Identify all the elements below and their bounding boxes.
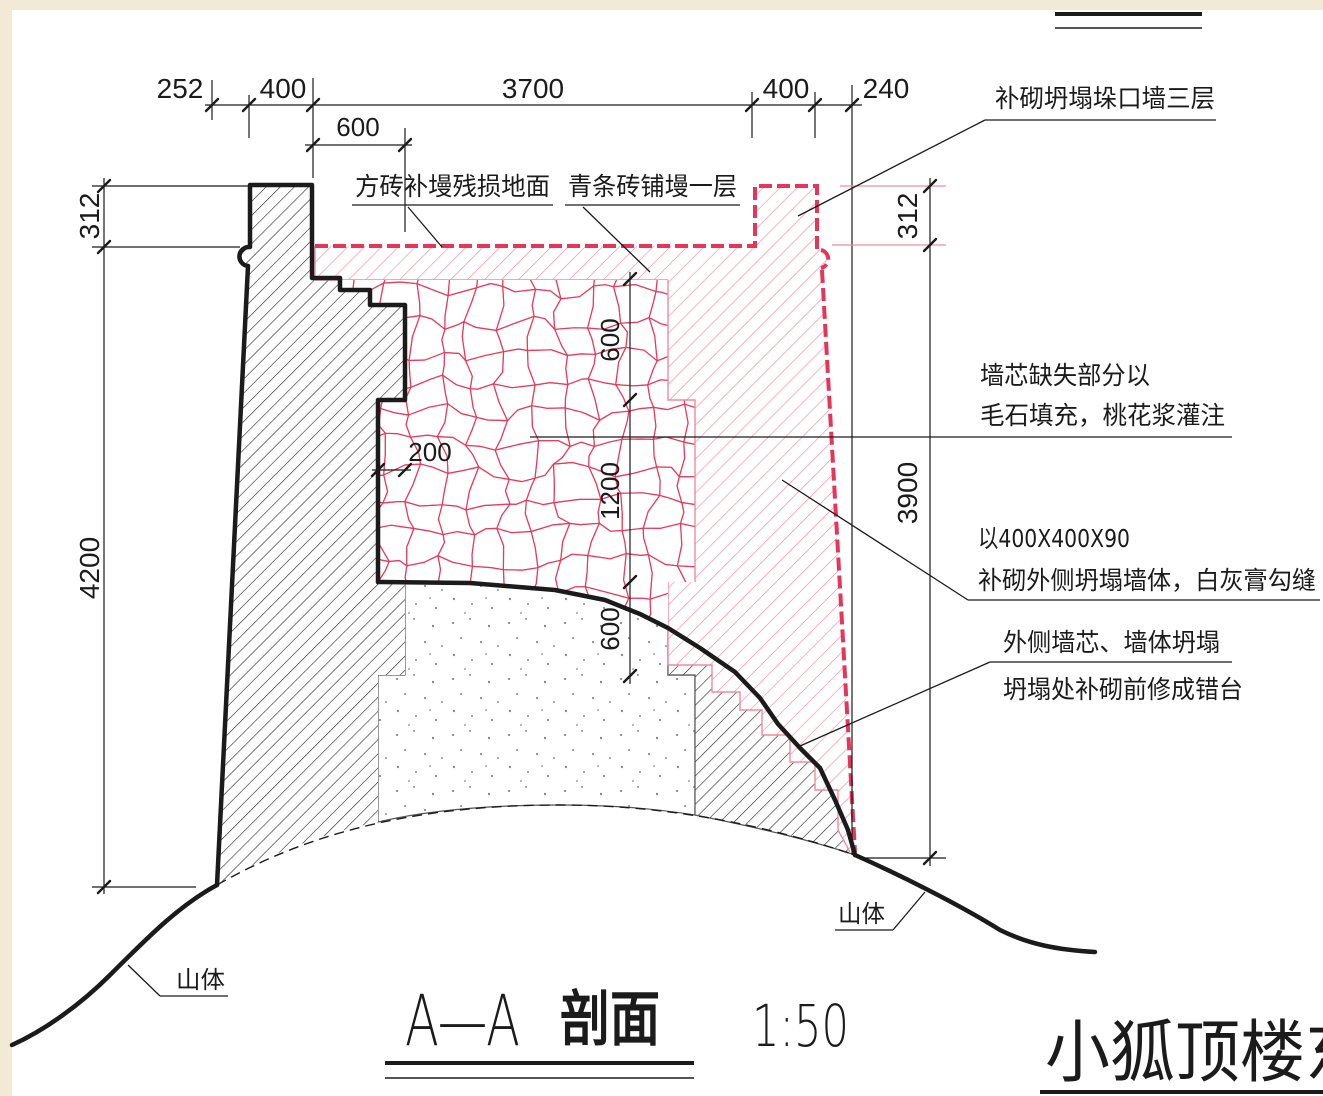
dim-3900: 3900 (892, 462, 923, 524)
right-dimension-chain: 312 3900 (832, 178, 946, 866)
dimension-tick (622, 392, 638, 408)
dimension-tick (622, 668, 638, 684)
note-leader (582, 206, 651, 273)
mountain-ground-right (852, 852, 1098, 955)
note-leader (781, 479, 969, 601)
note-text: 补砌坍塌垛口墙三层 (995, 84, 1215, 113)
note-brick-layer: 青条砖铺墁一层 (565, 172, 740, 273)
dim-400-left: 400 (260, 73, 307, 104)
rubble-fill-right-edge (667, 280, 696, 582)
rubble-stone (679, 499, 695, 531)
rubble-stone (676, 476, 695, 506)
mountain-ground-left (9, 882, 220, 1048)
dim-252: 252 (157, 73, 204, 104)
dimension-tick (922, 178, 938, 194)
dimension-tick (96, 178, 112, 194)
note-mountain-right: 山体 (835, 891, 926, 931)
dim-400-right: 400 (763, 73, 810, 104)
note-text-line-2: 毛石填充，桃花浆灌注 (980, 401, 1225, 430)
left-wall-outline (214, 182, 408, 888)
note-text-line-2: 坍塌处补砌前修成错台 (1003, 675, 1243, 704)
dimension-tick (397, 137, 413, 153)
note-collapse: 外侧墙芯、墙体坍塌 坍塌处补砌前修成错台 (799, 628, 1243, 747)
note-text: 山体 (838, 900, 885, 928)
dimension-tick (241, 97, 257, 113)
dimension-tick (922, 850, 938, 866)
note-leader (407, 206, 443, 248)
dimension-tick (844, 97, 860, 113)
drawing-title: A—A 剖面 1:50 (385, 980, 849, 1079)
dim-600-top: 600 (336, 112, 379, 142)
note-battlement: 补砌坍塌垛口墙三层 (797, 84, 1216, 217)
left-dimension-chain: 312 4200 (74, 178, 248, 894)
note-outer-wall: 以400X400X90 补砌外侧坍塌墙体，白灰膏勾缝 (781, 479, 1320, 601)
dimension-tick (397, 462, 413, 478)
dim-3700: 3700 (502, 73, 564, 104)
original-ground-line (216, 804, 856, 886)
dimension-tick (622, 574, 638, 590)
dimension-tick (744, 97, 760, 113)
note-text-line-1: 墙芯缺失部分以 (980, 361, 1150, 390)
dimension-ticks (96, 97, 938, 895)
note-core-fill: 墙芯缺失部分以 毛石填充，桃花浆灌注 (530, 361, 1232, 438)
note-text-line-1: 外侧墙芯、墙体坍塌 (1003, 628, 1220, 657)
dimension-tick (807, 97, 823, 113)
note-text: 方砖补墁残损地面 (355, 172, 550, 201)
note-text-line-1: 以400X400X90 (978, 524, 1130, 553)
dimension-tick (305, 97, 321, 113)
note-leader (127, 964, 161, 997)
inner-dimension-chain: 600 1200 600 (595, 272, 631, 684)
dim-200: 200 (408, 437, 451, 467)
note-text: 青条砖铺墁一层 (568, 172, 737, 201)
dim-600-lower: 600 (595, 607, 625, 650)
note-leader (799, 661, 991, 747)
dimension-tick (204, 97, 220, 113)
restored-outer-wall-hatch (315, 186, 855, 852)
section-mark: A—A (405, 980, 520, 1062)
note-floor-patch: 方砖补墁残损地面 (352, 172, 553, 248)
dim-600-upper: 600 (595, 318, 625, 361)
dimension-tick (622, 271, 638, 287)
restoration-outline-top (315, 184, 831, 270)
sheet-title-block: 小狐顶楼东 (1040, 1014, 1323, 1094)
drawing-scale: 1:50 (752, 992, 849, 1060)
note-mountain-left: 山体 (127, 964, 228, 997)
dim-1200: 1200 (595, 462, 625, 520)
rubble-stone (678, 441, 695, 479)
dim-240: 240 (863, 73, 910, 104)
dim-312-left: 312 (74, 193, 105, 240)
note-text-line-2: 补砌外侧坍塌墙体，白灰膏勾缝 (978, 566, 1316, 595)
offset-dimension-200: 200 (372, 437, 452, 471)
note-text: 山体 (176, 966, 225, 994)
collapse-line (375, 579, 858, 858)
section-name: 剖面 (560, 985, 660, 1055)
restoration-outline-outer-face (820, 269, 857, 853)
rubble-fill-area (340, 280, 695, 628)
dimension-tick (96, 239, 112, 255)
rubble-stone (676, 559, 695, 589)
dimension-tick (922, 237, 938, 253)
dimension-tick (305, 137, 321, 153)
rubble-stone (683, 403, 695, 446)
original-left-wall-hatch (217, 185, 405, 885)
note-leader (797, 119, 986, 217)
dim-312-right: 312 (892, 193, 923, 240)
dim-4200: 4200 (74, 537, 105, 599)
dimension-tick (96, 879, 112, 895)
dimension-tick (370, 462, 386, 478)
sheet-title: 小狐顶楼东 (1045, 1014, 1323, 1093)
note-leader (892, 891, 926, 931)
rubble-stone (676, 522, 695, 568)
top-dimension-chain: 252 400 3700 400 240 (157, 73, 910, 178)
